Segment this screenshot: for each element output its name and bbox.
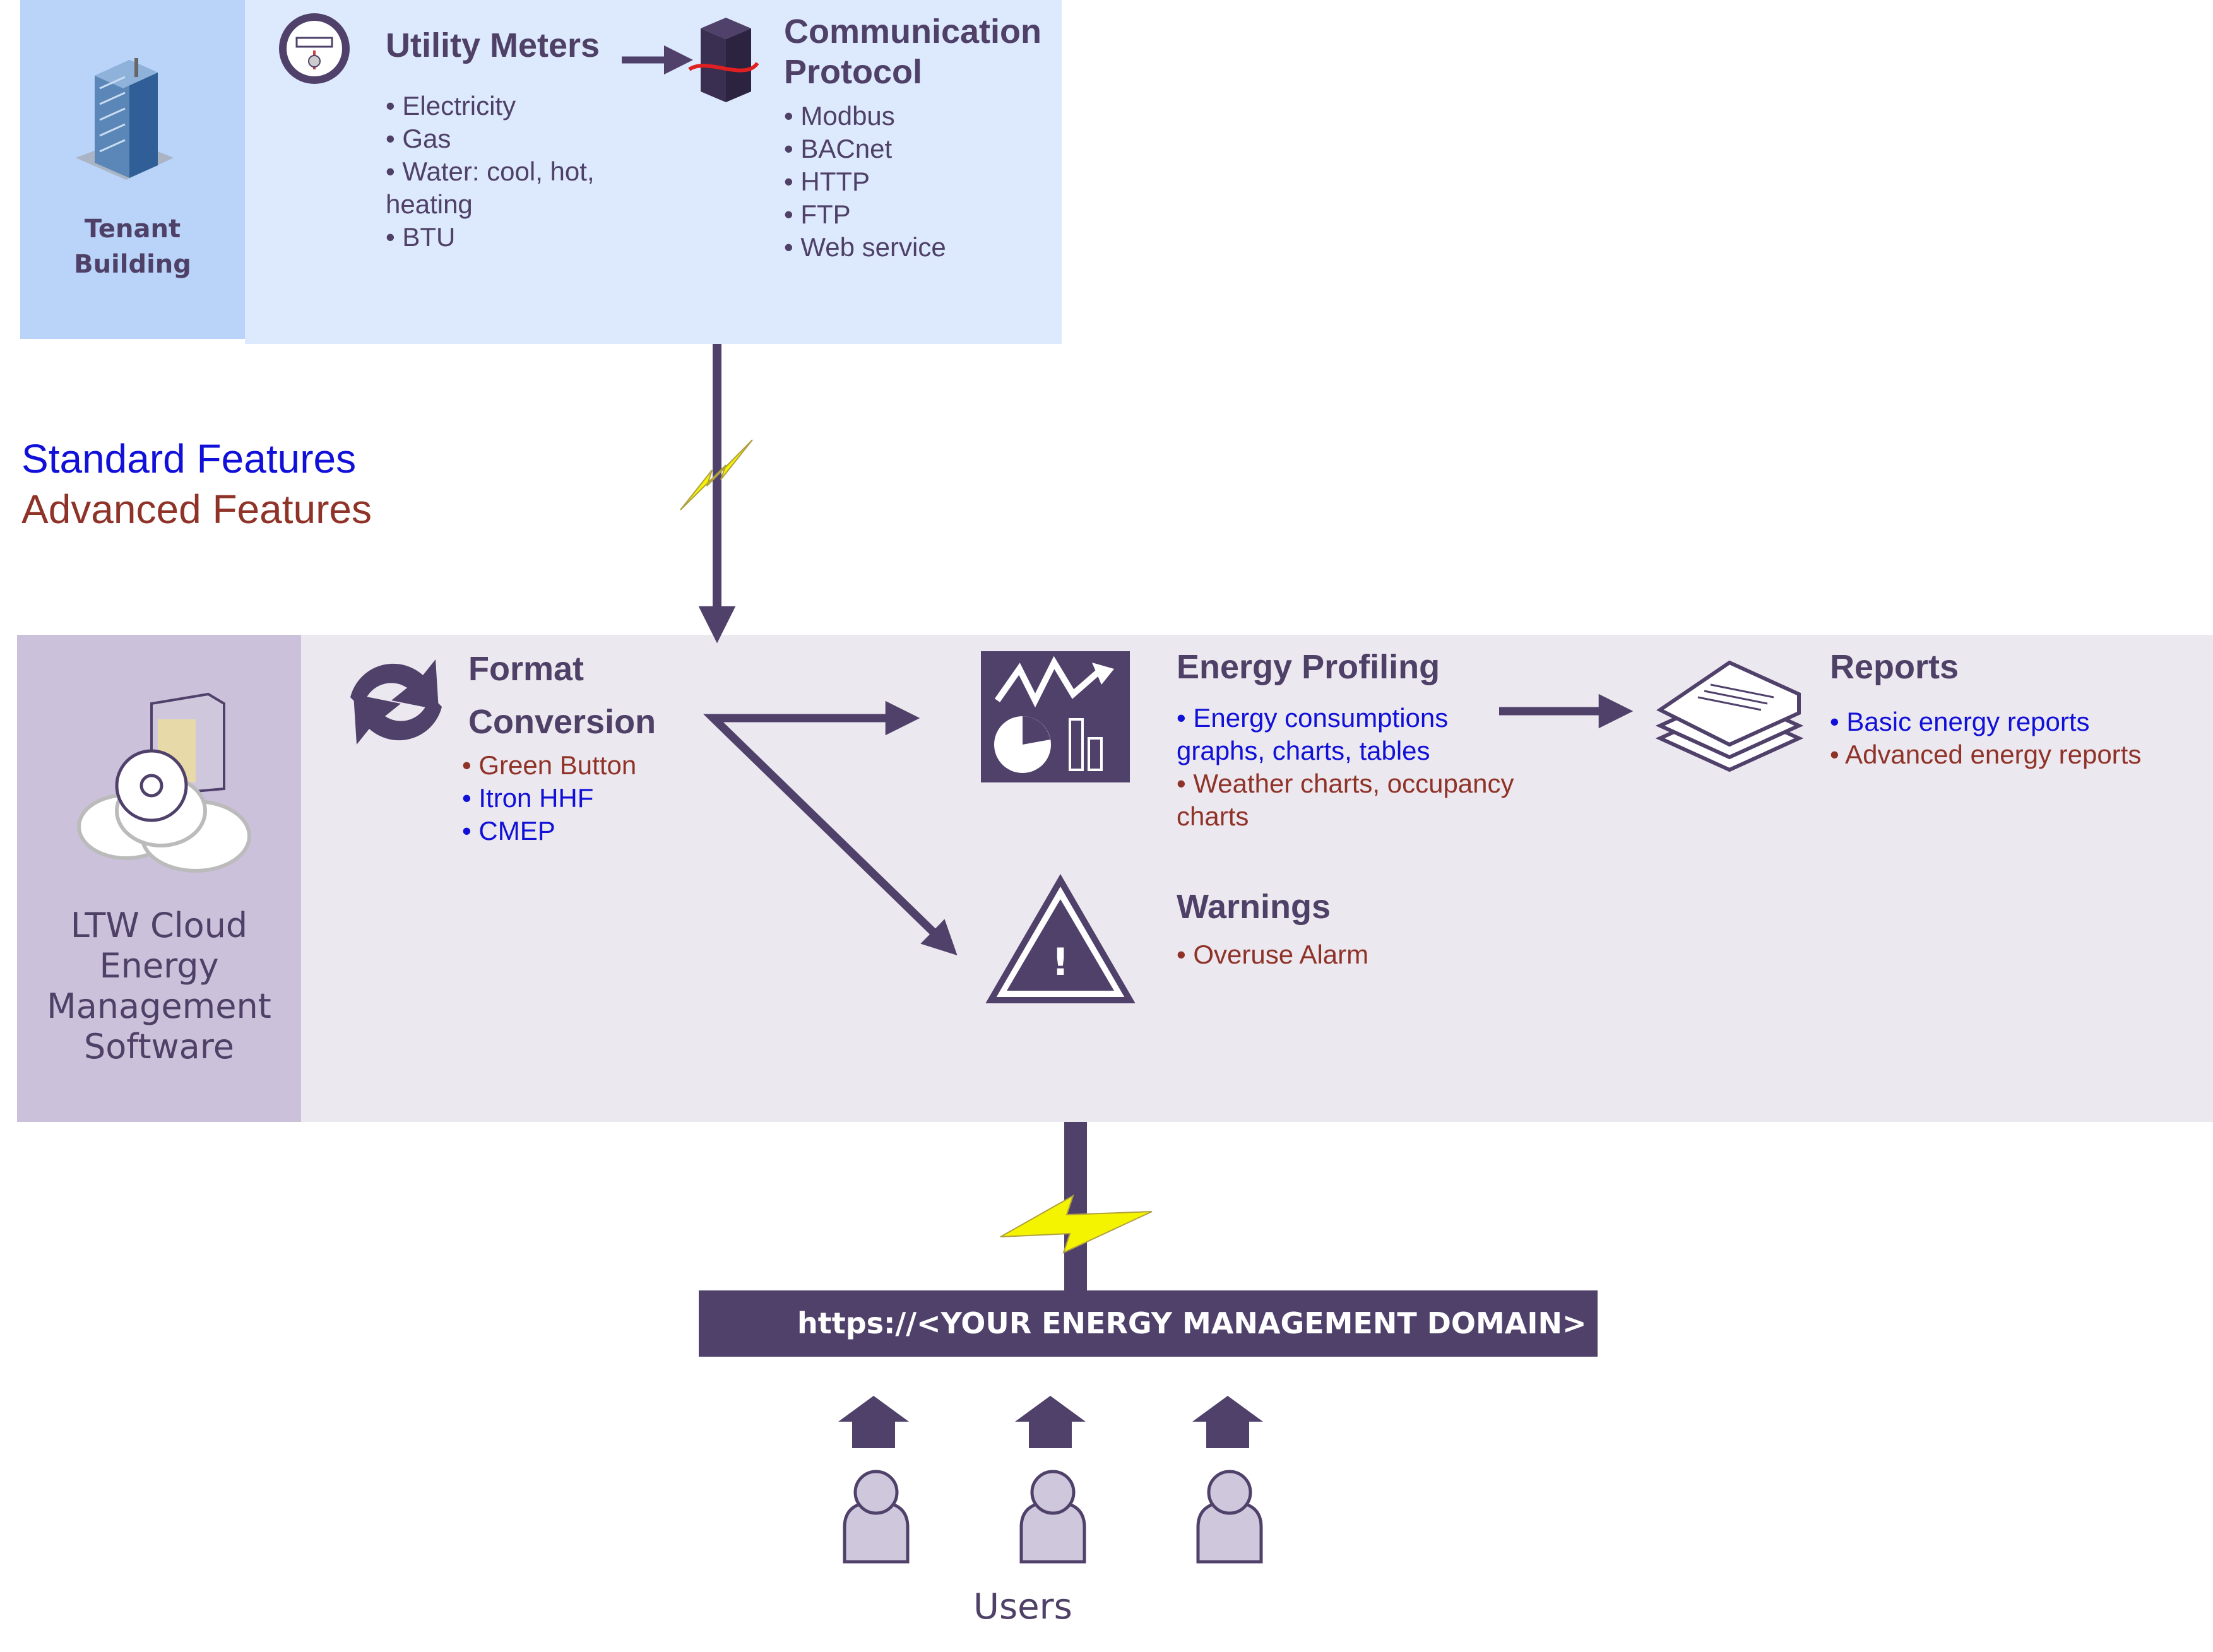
- chart-icon: [981, 651, 1130, 782]
- ltw-cloud-label: LTW Cloud Energy Management Software: [47, 906, 271, 1066]
- reports-list: • Basic energy reports • Advanced energy…: [1830, 705, 2141, 771]
- warning-icon: !: [985, 874, 1136, 1003]
- list-item: graphs, charts, tables: [1177, 736, 1430, 765]
- energy-profiling-title: Energy Profiling: [1177, 648, 1440, 686]
- list-item: • BACnet: [784, 134, 893, 163]
- list-item: • Basic energy reports: [1830, 707, 2090, 736]
- warnings-list: • Overuse Alarm: [1177, 938, 1368, 971]
- list-item: • Web service: [784, 232, 946, 262]
- list-item: charts: [1177, 801, 1249, 831]
- svg-text:!: !: [1052, 940, 1069, 984]
- legend-advanced-features: Advanced Features: [21, 487, 372, 532]
- list-item: • Green Button: [462, 750, 637, 780]
- list-item: • Water: cool, hot,: [386, 156, 595, 186]
- tenant-building-label: Tenant Building: [74, 215, 191, 279]
- communication-protocol-list: • Modbus • BACnet • HTTP • FTP • Web ser…: [784, 100, 946, 264]
- list-item: heating: [386, 189, 473, 219]
- list-item: • HTTP: [784, 167, 870, 196]
- utility-meters-title: Utility Meters: [386, 27, 600, 64]
- format-to-warnings-arrow: [703, 714, 958, 956]
- list-item: • Modbus: [784, 101, 895, 131]
- energy-profiling-list: • Energy consumptions graphs, charts, ta…: [1177, 702, 1514, 833]
- user-icon: [843, 1470, 910, 1564]
- list-item: • BTU: [386, 222, 456, 252]
- warnings-title: Warnings: [1177, 888, 1331, 926]
- format-conversion-title: Format Conversion: [468, 650, 656, 741]
- list-item: • Overuse Alarm: [1177, 940, 1369, 969]
- user-group: [838, 1396, 1263, 1564]
- meter-icon: [279, 13, 350, 84]
- legend-standard-features: Standard Features: [21, 436, 357, 481]
- communication-protocol-title: Communication Protocol: [784, 13, 1042, 91]
- utility-meters-list: • Electricity • Gas • Water: cool, hot, …: [386, 90, 595, 254]
- lightning-icon: [680, 439, 753, 510]
- user-arrow: [838, 1396, 1263, 1448]
- features-panel: [301, 635, 2213, 1122]
- documents-icon: [1655, 660, 1804, 772]
- list-item: • CMEP: [462, 816, 555, 846]
- refresh-icon: [350, 659, 442, 745]
- user-icon: [1196, 1470, 1263, 1564]
- lightning-icon: [1000, 1194, 1153, 1254]
- list-item: • Electricity: [386, 91, 516, 121]
- server-icon: [688, 18, 759, 102]
- list-item: • Energy consumptions: [1177, 703, 1449, 733]
- url-text[interactable]: https://<YOUR ENERGY MANAGEMENT DOMAIN>: [797, 1306, 1587, 1340]
- list-item: • Gas: [386, 124, 451, 153]
- list-item: • Itron HHF: [462, 783, 594, 813]
- format-conversion-list: • Green Button • Itron HHF • CMEP: [462, 749, 636, 847]
- list-item: • FTP: [784, 199, 851, 229]
- list-item: • Weather charts, occupancy: [1177, 769, 1514, 798]
- url-bar[interactable]: [699, 1290, 1598, 1357]
- user-icon: [1019, 1470, 1086, 1564]
- reports-title: Reports: [1830, 648, 1959, 686]
- building-icon: [76, 58, 174, 180]
- users-label: Users: [973, 1586, 1072, 1627]
- cloud-server-icon: [77, 692, 251, 873]
- list-item: • Advanced energy reports: [1830, 740, 2142, 769]
